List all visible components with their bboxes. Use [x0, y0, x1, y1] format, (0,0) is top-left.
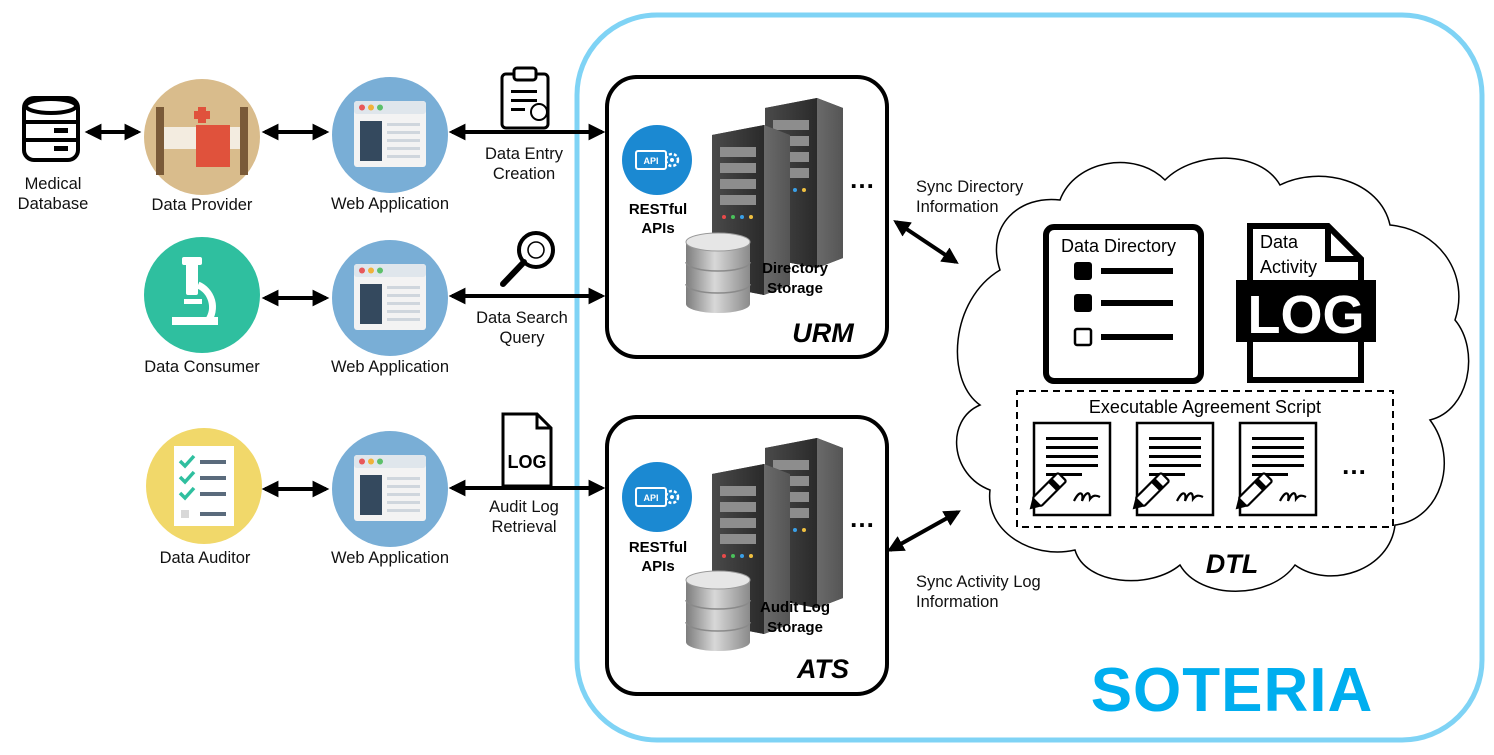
ats-more-servers: … — [849, 503, 875, 533]
sync-directory-label-2: Information — [916, 198, 999, 216]
data-consumer-label: Data Consumer — [144, 358, 260, 376]
ats-api-label-2: APIs — [641, 558, 674, 575]
web-app-label-3: Web Application — [331, 549, 449, 567]
dtl-cloud — [955, 157, 1470, 592]
audit-flow-label-1: Audit Log — [489, 498, 559, 516]
contract-icon — [1230, 421, 1318, 517]
connector-arrows — [84, 123, 961, 552]
hospital-bed-icon — [144, 79, 260, 195]
soteria-brand-label: SOTERIA — [1091, 656, 1374, 725]
medical-database-label-1: Medical — [25, 175, 82, 193]
clipboard-icon — [500, 66, 550, 130]
urm-api-label-1: RESTful — [629, 201, 687, 218]
browser-window-icon — [332, 431, 448, 547]
sync-directory-label-1: Sync Directory — [916, 178, 1024, 196]
ats-storage-icon — [685, 570, 751, 652]
soteria-boundary — [574, 12, 1485, 743]
contract-icon — [1024, 421, 1112, 517]
audit-flow-label-2: Retrieval — [491, 518, 556, 536]
ats-api-label-1: RESTful — [629, 539, 687, 556]
search-flow-label-2: Query — [500, 329, 546, 347]
search-flow-label-1: Data Search — [476, 309, 568, 327]
entry-flow-label-2: Creation — [493, 165, 555, 183]
dtl-title: DTL — [1206, 549, 1258, 579]
data-directory-label: Data Directory — [1061, 236, 1176, 256]
urm-storage-icon — [685, 232, 751, 314]
data-auditor-label: Data Auditor — [160, 549, 251, 567]
database-icon — [22, 96, 80, 162]
data-activity-label-2: Activity — [1260, 257, 1317, 277]
urm-api-label-2: APIs — [641, 220, 674, 237]
agreement-script-box — [1016, 390, 1394, 528]
web-app-label-2: Web Application — [331, 358, 449, 376]
log-file-icon: LOG — [501, 412, 553, 488]
entry-flow-label-1: Data Entry — [485, 145, 564, 163]
urm-storage-label-2: Storage — [767, 280, 823, 297]
ats-storage-label-2: Storage — [767, 619, 823, 636]
contract-icon — [1127, 421, 1215, 517]
medical-database-label-2: Database — [18, 195, 89, 213]
agreement-script-label: Executable Agreement Script — [1089, 397, 1321, 417]
data-directory-icon — [1043, 224, 1204, 384]
ats-storage-label-1: Audit Log — [760, 599, 830, 616]
sync-activity-label-2: Information — [916, 593, 999, 611]
ats-api-badge: API — [620, 460, 694, 534]
web-app-label-1: Web Application — [331, 195, 449, 213]
urm-api-badge-text: API — [643, 156, 658, 166]
browser-window-icon — [332, 240, 448, 356]
ats-api-badge-text: API — [643, 493, 658, 503]
browser-window-icon — [332, 77, 448, 193]
log-file-icon-text: LOG — [508, 452, 547, 472]
urm-title: URM — [792, 318, 854, 348]
microscope-icon — [144, 237, 260, 353]
urm-storage-label-1: Directory — [762, 260, 829, 277]
log-document-icon: LOG — [1236, 223, 1376, 383]
ats-title: ATS — [796, 654, 849, 684]
magnifier-icon — [500, 231, 555, 287]
more-contracts: … — [1341, 450, 1367, 480]
urm-api-badge: API — [620, 123, 694, 197]
data-provider-label: Data Provider — [152, 196, 253, 214]
log-document-text: LOG — [1248, 285, 1365, 345]
checklist-icon — [146, 428, 262, 544]
urm-more-servers: … — [849, 164, 875, 194]
data-activity-label-1: Data — [1260, 232, 1299, 252]
sync-activity-label-1: Sync Activity Log — [916, 573, 1041, 591]
